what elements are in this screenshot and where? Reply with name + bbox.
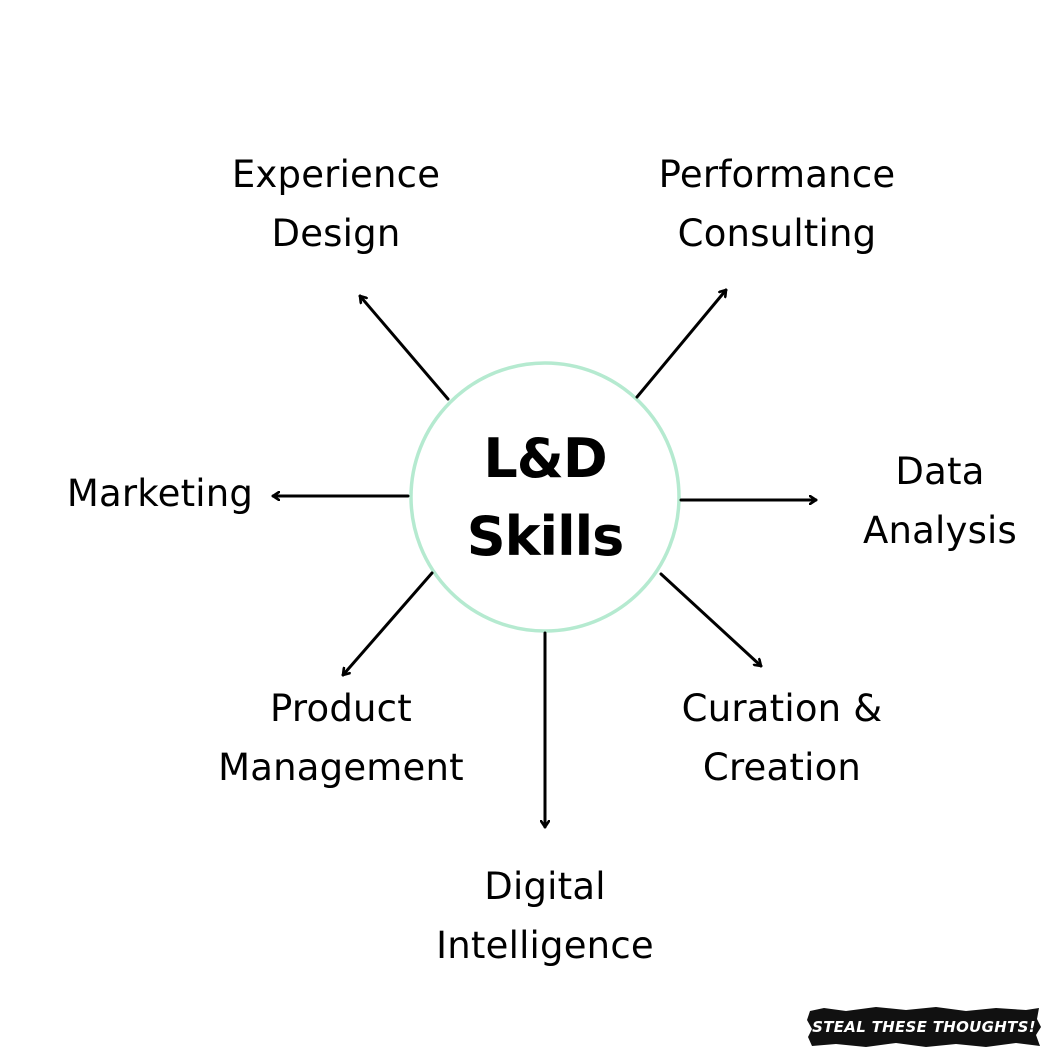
skill-label-line-2: Consulting [677, 212, 877, 255]
skill-label-line-2: Management [218, 746, 464, 789]
skill-label-line-2: Creation [702, 746, 862, 789]
center-circle [409, 361, 681, 633]
skill-product-management: Product Management [196, 679, 486, 797]
connector-arrows [271, 288, 818, 829]
arrow-product-management [341, 571, 434, 677]
brand-text: STEAL THESE THOUGHTS! [812, 1018, 1036, 1036]
skill-label-line-1: Performance [658, 153, 896, 196]
arrow-experience-design [358, 294, 450, 401]
skill-data-analysis: Data Analysis [830, 442, 1050, 560]
brush-stroke-icon [807, 1007, 1041, 1047]
center-title-line-1: L&D [483, 427, 607, 490]
skill-digital-intelligence: Digital Intelligence [410, 857, 680, 975]
skill-label-line-1: Product [270, 687, 412, 730]
center-title-line-2: Skills [466, 505, 624, 568]
skill-label-line-1: Data [895, 450, 985, 493]
arrow-performance-consulting [635, 288, 728, 399]
skill-label-line-1: Curation & [681, 687, 883, 730]
skill-label-line-1: Marketing [66, 472, 254, 515]
skill-label-line-2: Design [271, 212, 401, 255]
skill-label-line-2: Intelligence [436, 924, 654, 967]
skill-performance-consulting: Performance Consulting [632, 145, 922, 263]
arrow-curation-creation [659, 572, 763, 668]
skill-label-line-1: Digital [484, 865, 606, 908]
skill-marketing: Marketing [50, 464, 270, 523]
skill-label-line-2: Analysis [862, 509, 1018, 552]
brand-badge: STEAL THESE THOUGHTS! [806, 1005, 1042, 1049]
skill-curation-creation: Curation & Creation [652, 679, 912, 797]
skill-experience-design: Experience Design [206, 145, 466, 263]
center-title: L&D Skills [420, 420, 670, 576]
skill-label-line-1: Experience [231, 153, 441, 196]
